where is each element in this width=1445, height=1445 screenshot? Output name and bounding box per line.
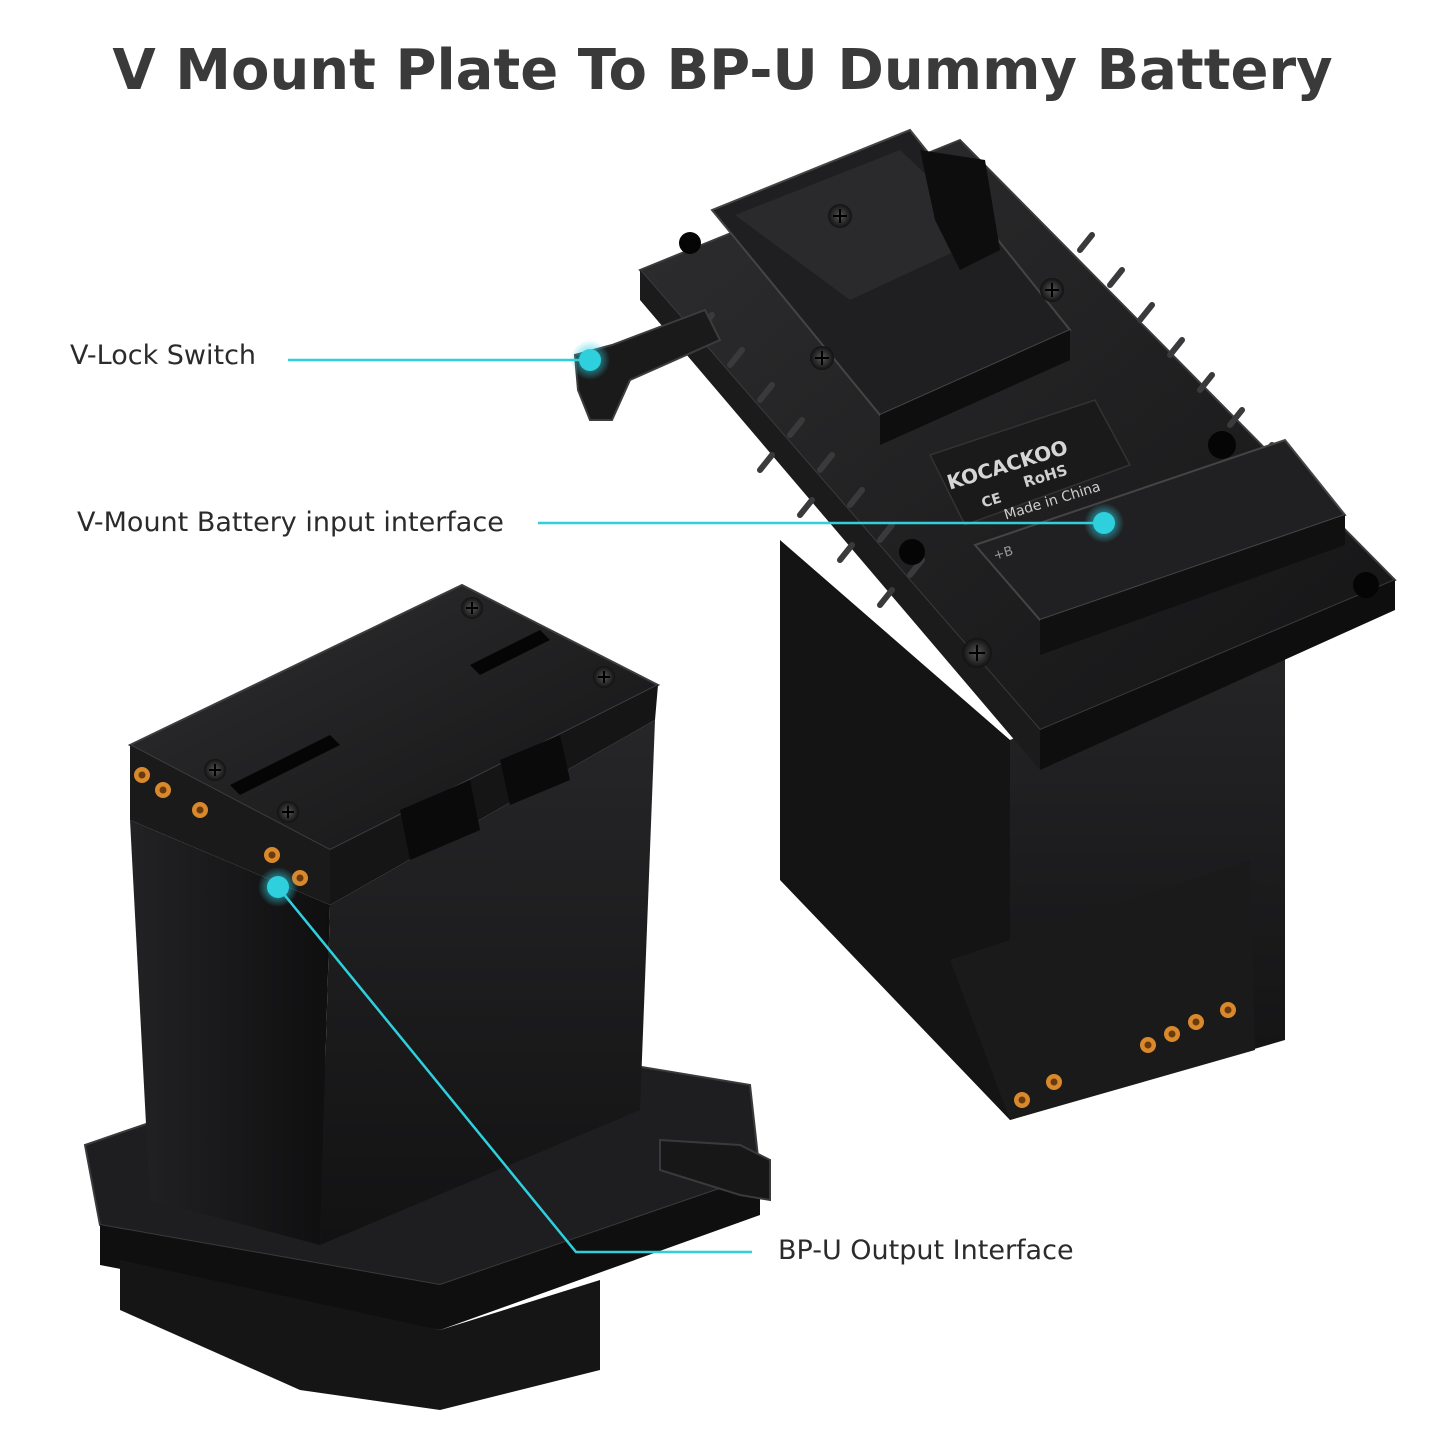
bp-u-slot (230, 735, 340, 795)
plate-hole (1353, 572, 1379, 598)
screw-icon (962, 638, 992, 668)
callout-label-bpu-output: BP-U Output Interface (778, 1235, 1074, 1266)
callout-label-v-mount-input: V-Mount Battery input interface (77, 507, 504, 538)
right-unit-lower-step (950, 860, 1255, 1120)
tray-lever (659, 1138, 771, 1202)
screw-icon (810, 346, 834, 370)
callout-bpu-output-leader (258, 867, 752, 1254)
screw-icon (204, 759, 226, 781)
bp-u-top-rim-left (130, 745, 330, 905)
bp-u-battery-unit (83, 583, 771, 1410)
ce-mark: CE (980, 490, 1004, 511)
callout-label-v-lock-switch: V-Lock Switch (70, 340, 257, 371)
v-mount-input-terminal-face (1040, 515, 1345, 655)
callout-v-mount-input-leader (538, 503, 1124, 543)
v-lock-switch-lever (573, 308, 722, 421)
right-unit-contacts (1014, 1002, 1236, 1108)
bp-u-slot (500, 735, 570, 805)
screw-icon (1040, 278, 1064, 302)
polarity-mark: +B (992, 544, 1015, 564)
bp-u-body-right (320, 720, 655, 1245)
screw-icon (461, 597, 483, 619)
v-mount-plate-unit: KOCACKOO CE RoHS Made in China +B (573, 128, 1397, 1120)
v-mount-plate-edge-left (640, 270, 1040, 770)
plate-hole (1208, 431, 1236, 459)
screw-icon (277, 801, 299, 823)
bp-u-slot (400, 780, 480, 860)
v-lock-wedge-notch (920, 150, 1000, 270)
callout-v-lock-leader (288, 340, 610, 380)
bp-u-body-left (130, 820, 330, 1245)
v-mount-plate-edge (1040, 580, 1395, 770)
bp-u-slot (470, 630, 550, 675)
v-lock-wedge-top (735, 150, 990, 300)
screw-icon (828, 204, 852, 228)
bp-u-output-contacts (134, 767, 308, 886)
plate-hole (899, 539, 925, 565)
page-title: V Mount Plate To BP-U Dummy Battery (112, 38, 1333, 103)
right-unit-body-side (780, 540, 1010, 1120)
base-tray-lower (120, 1260, 600, 1410)
screw-icon (593, 666, 615, 688)
v-lock-wedge-edge (880, 330, 1070, 445)
base-tray-front (100, 1175, 760, 1330)
plate-hole (679, 232, 701, 254)
product-label-plate (928, 399, 1132, 526)
